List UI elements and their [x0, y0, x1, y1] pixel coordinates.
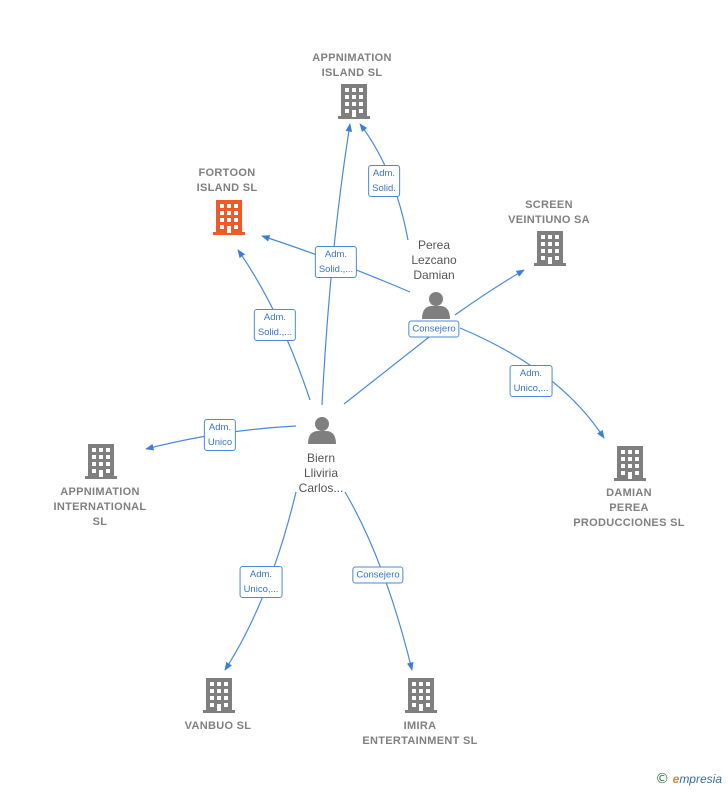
relation-label[interactable]: Consejero	[352, 566, 404, 584]
relation-label[interactable]: Adm. Solid.,...	[314, 246, 358, 278]
building-icon	[203, 678, 235, 713]
relation-label[interactable]: Adm. Unico,...	[509, 365, 553, 397]
relation-label[interactable]: Adm. Unico	[203, 419, 237, 451]
building-icon	[405, 678, 437, 713]
building-icon	[338, 84, 370, 119]
company-screen-veintiuno[interactable]: SCREEN VEINTIUNO SA	[508, 199, 590, 226]
company-damian-perea-producciones[interactable]: DAMIAN PEREA PRODUCCIONES SL	[573, 487, 685, 529]
relation-label[interactable]: Adm. Solid.	[368, 165, 400, 197]
person-icon	[422, 292, 450, 319]
relation-label[interactable]: Consejero	[408, 320, 460, 338]
company-appnimation-international[interactable]: APPNIMATION INTERNATIONAL SL	[53, 486, 147, 528]
edge-biern-perea	[343, 329, 439, 405]
empresia-logo: © empresia	[655, 771, 722, 787]
building-icon	[85, 444, 117, 479]
building-icon	[614, 446, 646, 481]
relation-label[interactable]: Adm. Solid.,...	[253, 309, 297, 341]
building-icon-highlighted	[213, 200, 245, 235]
company-vanbuo[interactable]: VANBUO SL	[184, 720, 252, 732]
edge-perea-screen	[454, 269, 525, 316]
company-imira-entertainment[interactable]: IMIRA ENTERTAINMENT SL	[362, 720, 478, 747]
building-icon	[534, 231, 566, 266]
person-icon	[308, 417, 336, 444]
person-perea-lezcano-damian[interactable]: Perea Lezcano Damian	[411, 238, 457, 282]
person-biern-lliviria-carlos[interactable]: Biern Lliviria Carlos...	[298, 451, 344, 495]
company-fortoon-island[interactable]: FORTOON ISLAND SL	[196, 167, 258, 194]
company-appnimation-island[interactable]: APPNIMATION ISLAND SL	[312, 52, 392, 79]
relation-label[interactable]: Adm. Unico,...	[239, 566, 283, 598]
